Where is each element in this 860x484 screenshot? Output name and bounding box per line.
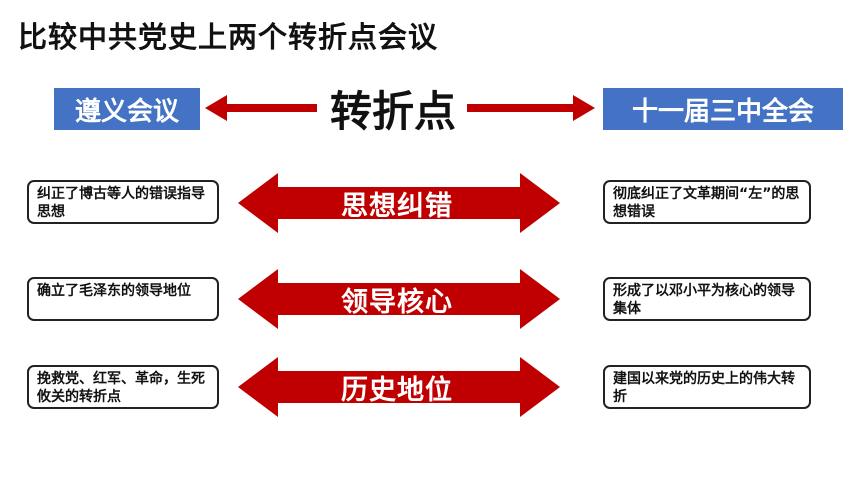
right-point-3: 建国以来党的历史上的伟大转折 xyxy=(603,365,811,409)
right-arrow-icon xyxy=(467,95,595,121)
row-arrow-2 xyxy=(238,269,560,329)
row-arrow-3 xyxy=(238,357,560,417)
left-point-3: 挽救党、红军、革命，生死攸关的转折点 xyxy=(27,365,219,409)
right-meeting-label: 十一届三中全会 xyxy=(603,88,843,130)
row-label-3: 历史地位 xyxy=(341,374,453,406)
double-arrow-top xyxy=(205,95,595,121)
left-point-1: 纠正了博古等人的错误指导思想 xyxy=(27,180,219,224)
right-point-1: 彻底纠正了文革期间“左”的思想错误 xyxy=(603,180,811,224)
row-label-2: 领导核心 xyxy=(341,286,453,318)
turning-point-heading: 转折点 xyxy=(329,87,456,136)
right-point-2: 形成了以邓小平为核心的领导集体 xyxy=(603,277,811,321)
left-point-2: 确立了毛泽东的领导地位 xyxy=(27,277,219,321)
row-arrow-1 xyxy=(238,173,560,233)
page-title: 比较中共党史上两个转折点会议 xyxy=(18,20,439,54)
left-arrow-icon xyxy=(205,95,317,121)
left-meeting-label: 遵义会议 xyxy=(54,88,200,130)
row-label-1: 思想纠错 xyxy=(341,190,453,222)
